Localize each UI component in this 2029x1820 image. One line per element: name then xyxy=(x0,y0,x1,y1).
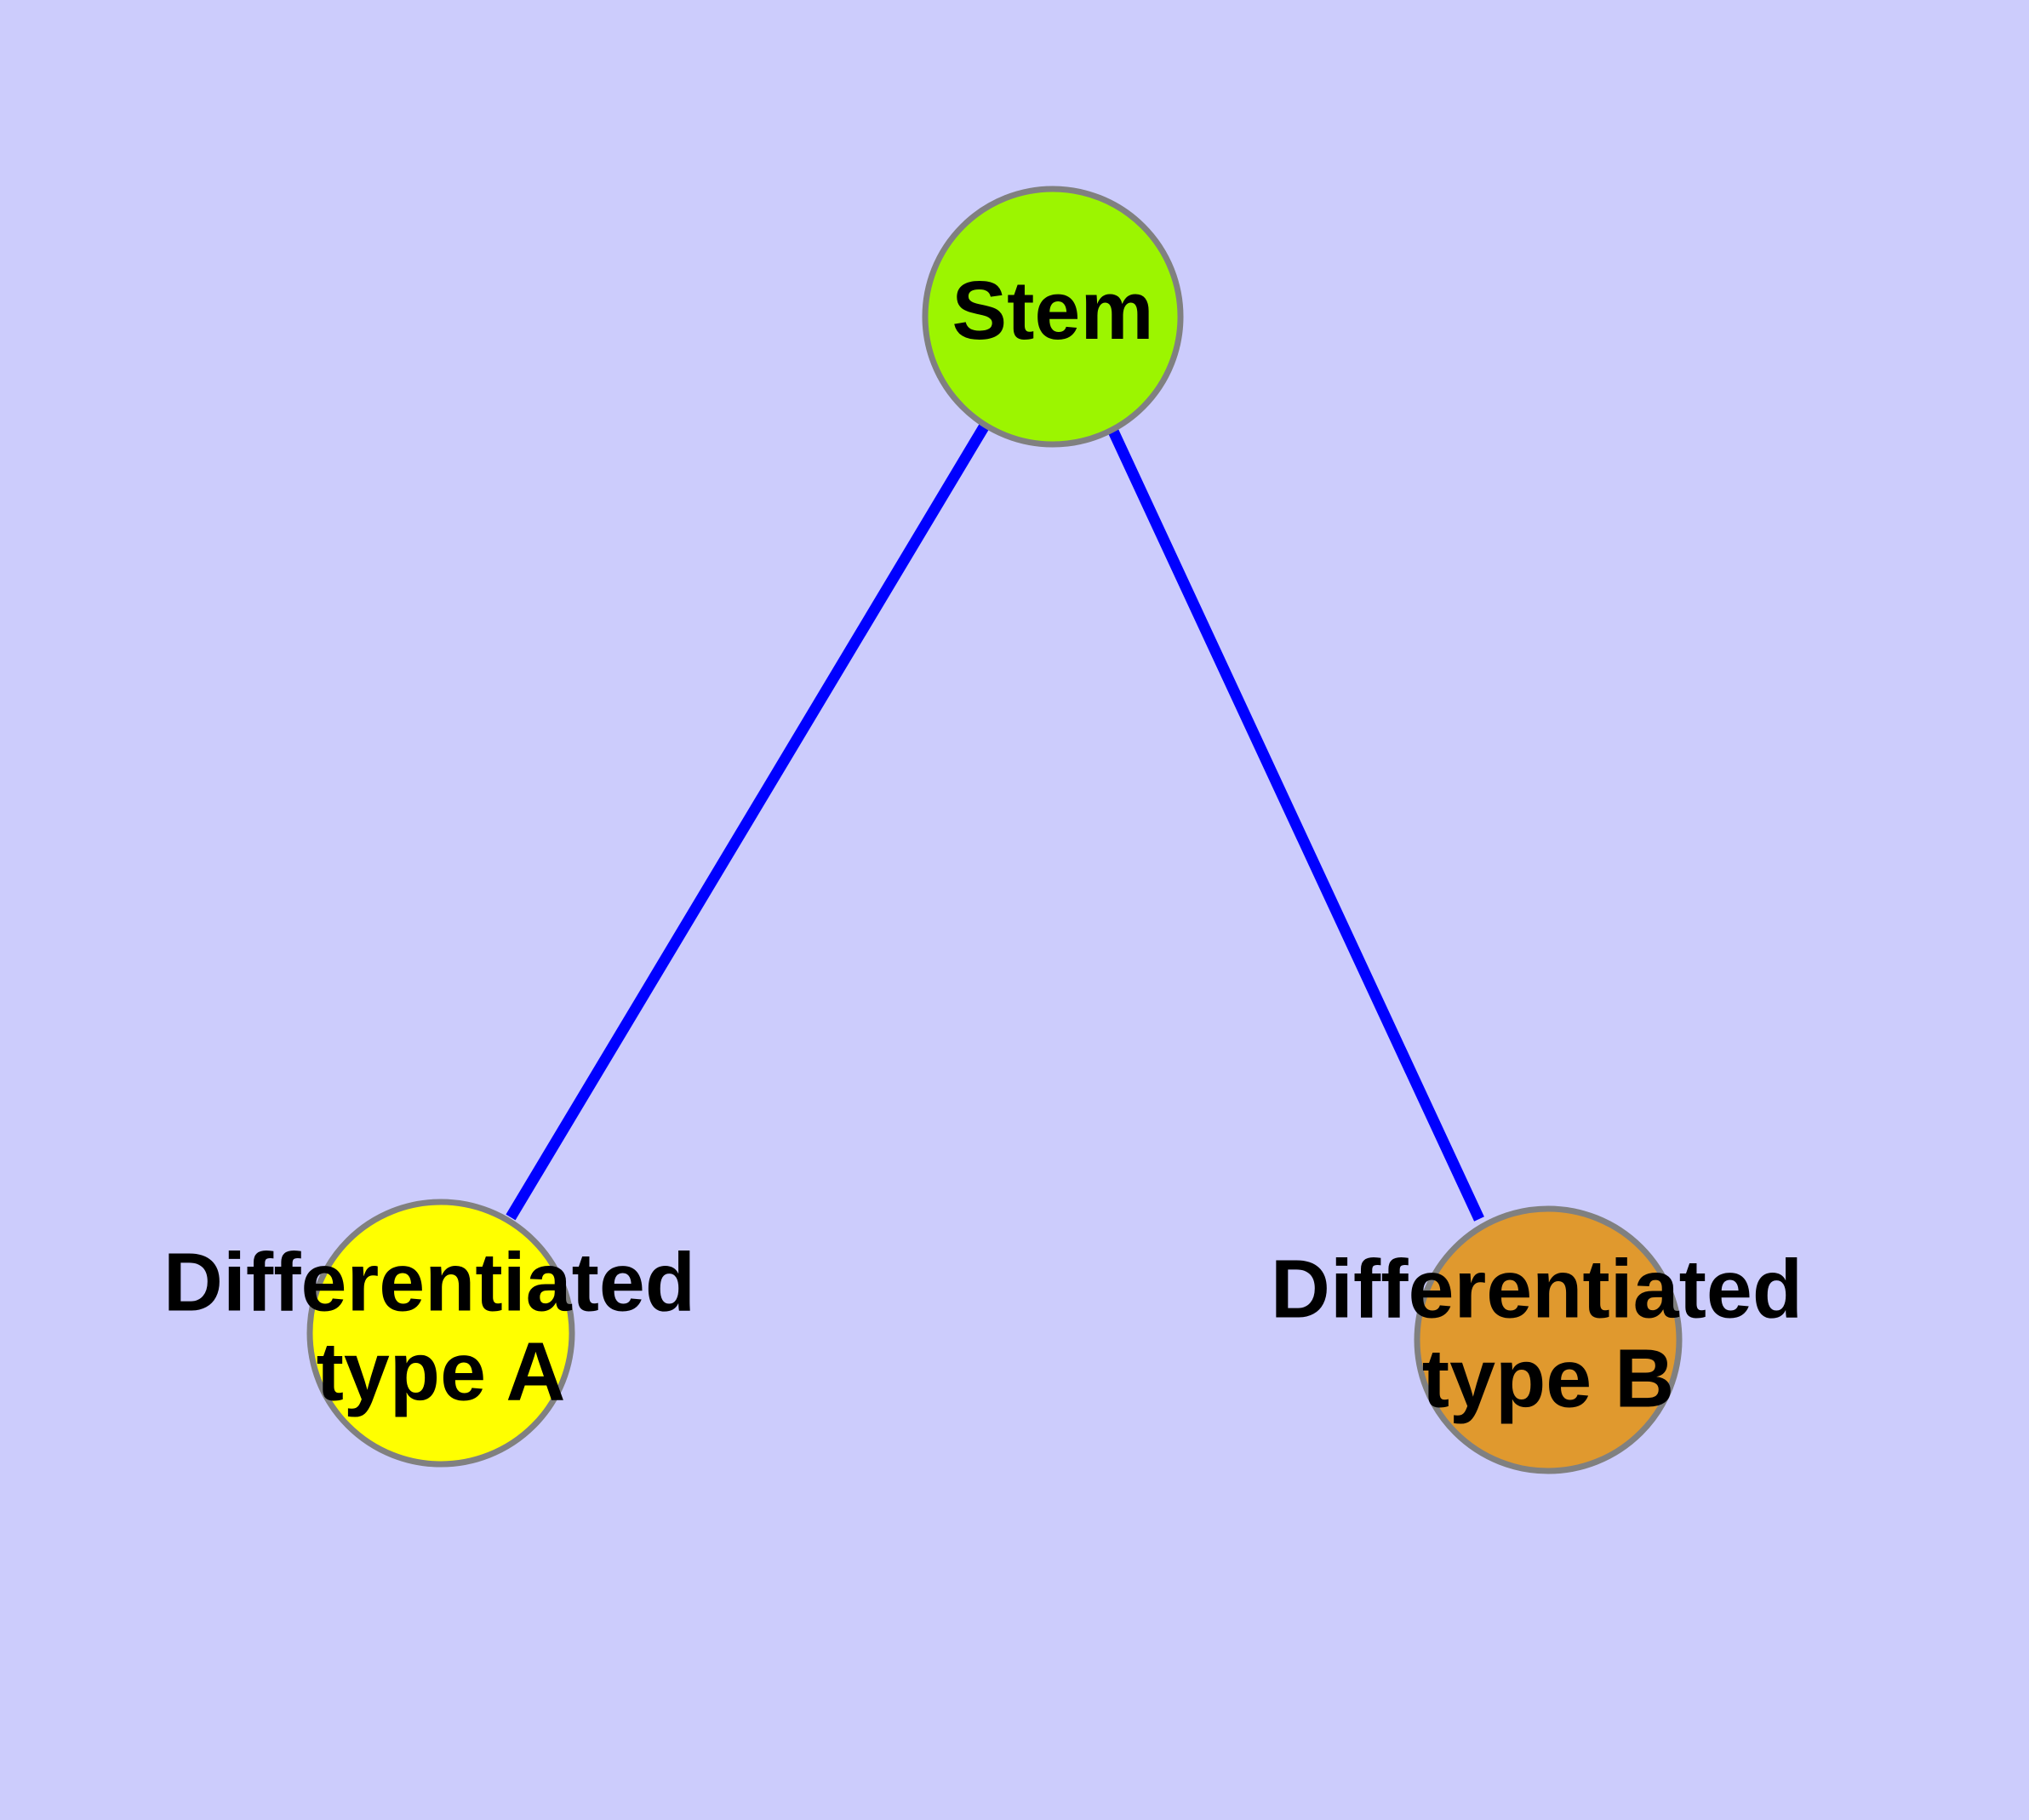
node-differentiated-type-a-circle[interactable] xyxy=(306,1199,575,1468)
node-stem-circle[interactable] xyxy=(922,186,1184,448)
edges-layer xyxy=(506,422,1484,1222)
node-differentiated-type-b-circle[interactable] xyxy=(1414,1205,1683,1474)
edge-stem-to-differentiated-b xyxy=(1106,423,1484,1222)
node-stem[interactable]: Stem xyxy=(922,186,1184,448)
edge-stem-to-differentiated-a xyxy=(506,422,990,1221)
